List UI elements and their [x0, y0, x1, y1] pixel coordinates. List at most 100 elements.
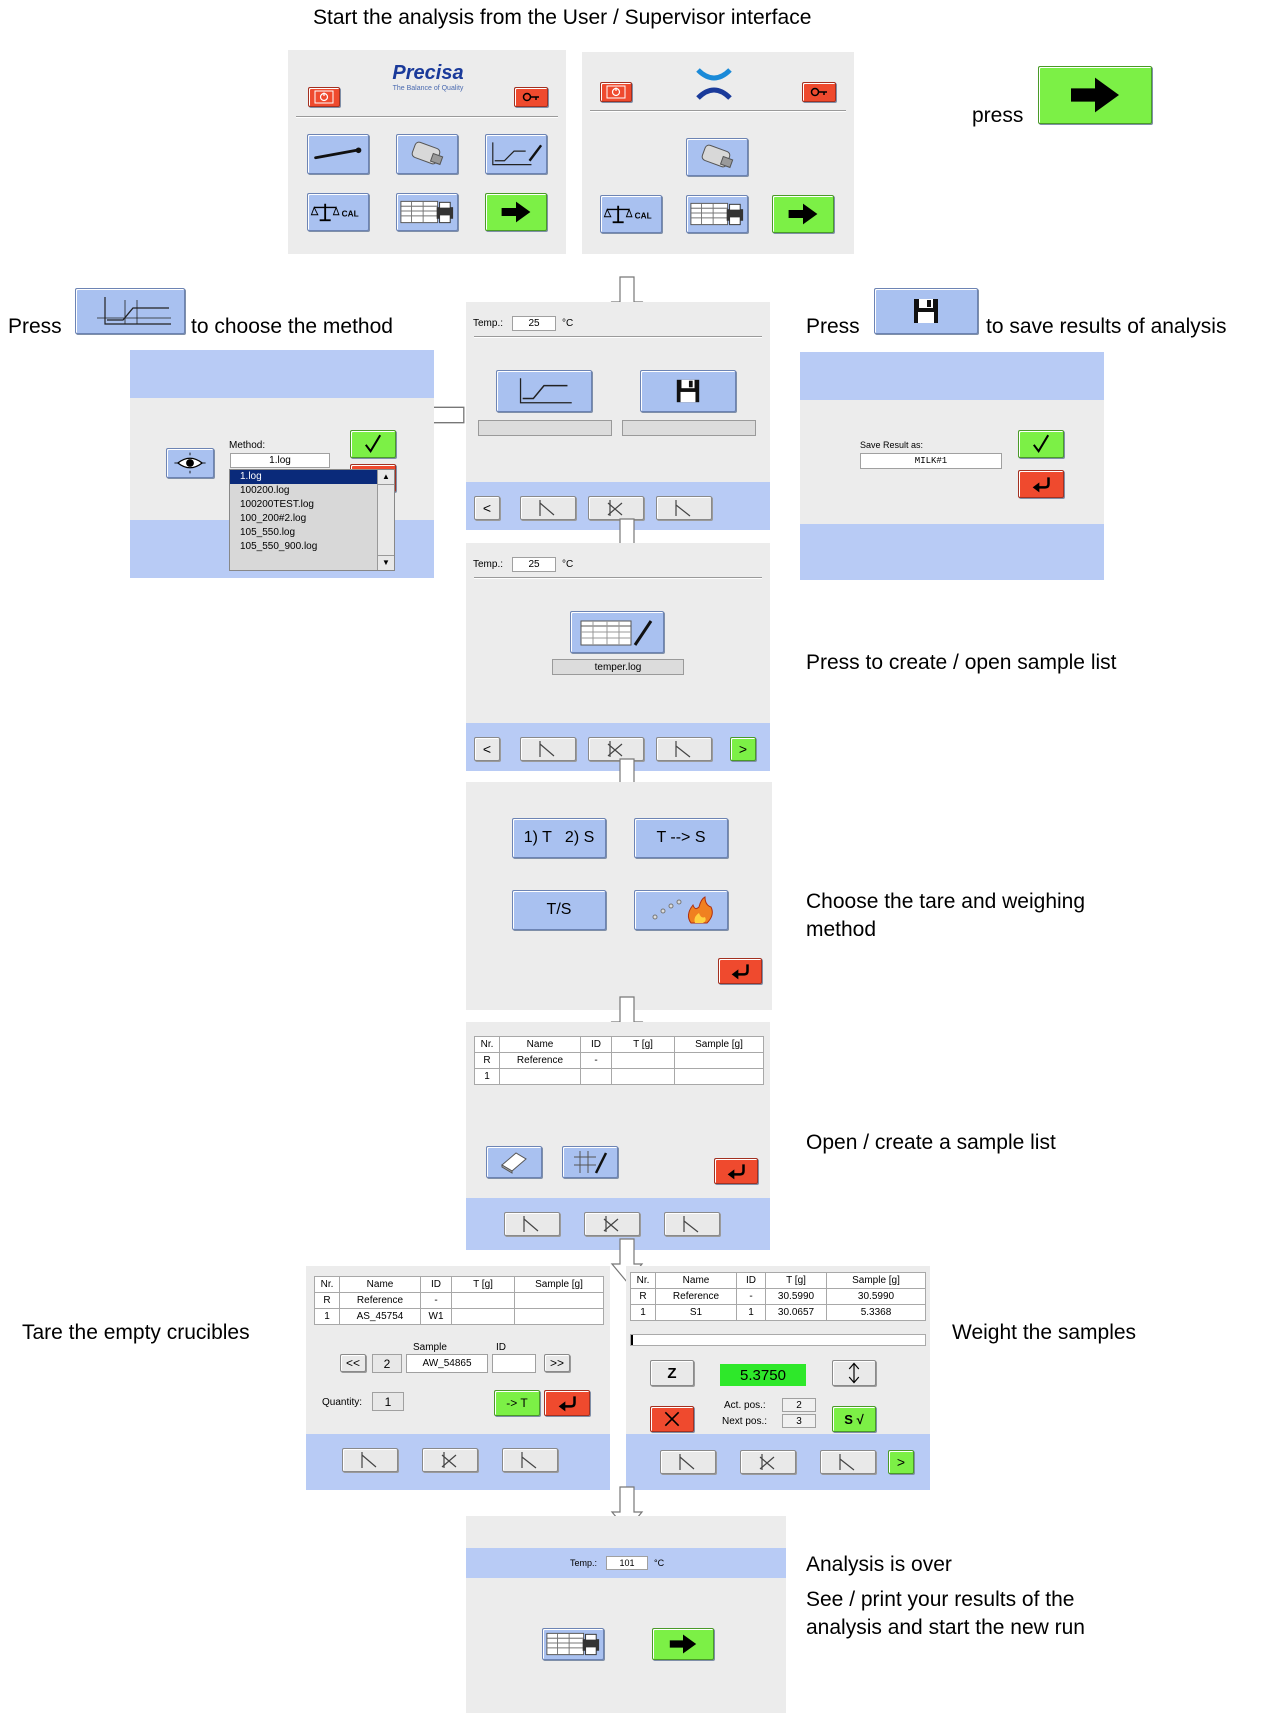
key-button[interactable] [514, 87, 548, 107]
tare-screen: Nr. Name ID T [g] Sample [g] R Reference… [306, 1266, 610, 1490]
method-option-selected[interactable]: 1.log [230, 470, 378, 484]
step-1-button[interactable] [520, 496, 576, 520]
start-button-example [1038, 66, 1152, 124]
return-button[interactable] [544, 1390, 590, 1416]
step-2-button[interactable] [588, 737, 644, 761]
step-3-button[interactable] [656, 737, 712, 761]
actual-position-label: Act. pos.: [724, 1400, 766, 1411]
cancel-button[interactable] [1018, 470, 1064, 498]
calibration-button[interactable] [600, 195, 662, 233]
table-row[interactable]: 1 [474, 1068, 764, 1085]
step-1-button[interactable] [504, 1212, 560, 1236]
step-3-button[interactable] [664, 1212, 720, 1236]
table-row[interactable]: R Reference - [314, 1292, 604, 1309]
method-option[interactable]: 105_550.log [240, 527, 296, 538]
auto-weigh-button[interactable] [634, 890, 728, 930]
method-dropdown-list[interactable]: 1.log 100200.log 100200TEST.log 100_200#… [229, 469, 395, 571]
tare-button[interactable]: -> T [494, 1390, 540, 1416]
abort-button[interactable] [650, 1406, 694, 1432]
step-1-button[interactable] [520, 737, 576, 761]
method-select-screen: Temp.: 25 °C < [466, 302, 770, 530]
step-icon [350, 1449, 390, 1471]
table-cell [514, 1292, 604, 1309]
power-button[interactable] [308, 87, 340, 107]
step-2-button[interactable] [588, 496, 644, 520]
method-select[interactable]: 1.log [230, 453, 330, 468]
table-row[interactable]: R Reference - 30.5990 30.5990 [630, 1288, 926, 1305]
sample-confirm-button[interactable]: S √ [832, 1406, 876, 1432]
table-row[interactable]: R Reference - [474, 1052, 764, 1069]
back-button[interactable]: < [474, 737, 500, 761]
step-3-button[interactable] [656, 496, 712, 520]
confirm-button[interactable] [1018, 430, 1064, 458]
return-button[interactable] [714, 1158, 758, 1184]
step-2-button[interactable] [740, 1450, 796, 1474]
step-icon [512, 1213, 552, 1235]
divider [590, 110, 846, 112]
zero-button[interactable]: Z [650, 1360, 694, 1386]
power-button[interactable] [600, 82, 632, 102]
sample-name-input[interactable]: AW_54865 [406, 1354, 488, 1373]
method-option[interactable]: 100200TEST.log [240, 499, 314, 510]
method-button[interactable] [496, 370, 592, 412]
method-option[interactable]: 100_200#2.log [240, 513, 307, 524]
temp-value: 25 [512, 557, 556, 572]
step-3-button[interactable] [820, 1450, 876, 1474]
floppy-disk-icon [674, 377, 702, 405]
tare-to-sample-button[interactable]: T --> S [634, 818, 728, 858]
method-option[interactable]: 100200.log [240, 485, 290, 496]
usb-button[interactable] [396, 134, 458, 174]
back-button[interactable]: < [474, 496, 500, 520]
settings-button[interactable] [307, 134, 369, 174]
tare-sample-button[interactable]: T/S [512, 890, 606, 930]
table-row[interactable]: 1 S1 1 30.0657 5.3368 [630, 1304, 926, 1321]
arrow-right-icon [1067, 75, 1123, 115]
confirm-button[interactable] [350, 430, 396, 458]
method-edit-button[interactable] [485, 134, 547, 174]
sample-list-button[interactable] [570, 611, 664, 653]
arrow-right-icon [500, 200, 532, 224]
preview-button[interactable] [166, 448, 214, 478]
step-1-button[interactable] [342, 1448, 398, 1472]
save-result-button[interactable] [640, 370, 736, 412]
step-2-button[interactable] [422, 1448, 478, 1472]
tare-then-sample-button[interactable]: 1) T 2) S [512, 818, 606, 858]
step-3-button[interactable] [502, 1448, 558, 1472]
calibration-button[interactable] [307, 193, 369, 231]
start-button[interactable] [772, 195, 834, 233]
quantity-input[interactable]: 1 [372, 1392, 404, 1411]
step-2-button[interactable] [584, 1212, 640, 1236]
table-cell: Reference [339, 1292, 421, 1309]
return-button[interactable] [718, 958, 762, 984]
next-position-value: 3 [782, 1414, 816, 1428]
start-button[interactable] [485, 193, 547, 231]
dialog-header [800, 352, 1104, 400]
next-sample-button[interactable]: >> [544, 1354, 570, 1372]
key-button[interactable] [802, 82, 836, 102]
clear-list-button[interactable] [486, 1146, 542, 1178]
column-header: T [g] [611, 1036, 675, 1053]
edit-list-button[interactable] [562, 1146, 618, 1178]
sample-id-input[interactable] [492, 1354, 536, 1373]
dialog-footer [800, 524, 1104, 580]
step-1-button[interactable] [660, 1450, 716, 1474]
table-row[interactable]: 1 AS_45754 W1 [314, 1308, 604, 1325]
print-button[interactable] [396, 193, 458, 231]
prev-sample-button[interactable]: << [340, 1354, 366, 1372]
list-scrollbar[interactable]: ▲ ▼ [377, 470, 394, 570]
next-button[interactable]: > [730, 737, 756, 761]
hand-fire-icon [641, 893, 721, 927]
move-button[interactable] [832, 1360, 876, 1386]
usb-button[interactable] [686, 138, 748, 176]
next-button[interactable]: > [888, 1450, 914, 1474]
dialog-header [130, 350, 434, 398]
print-results-button[interactable] [542, 1628, 604, 1660]
result-name-field [622, 420, 756, 436]
print-button[interactable] [686, 195, 748, 233]
final-screen: Temp.: 101 °C [466, 1516, 786, 1713]
save-name-input[interactable]: MILK#1 [860, 453, 1002, 469]
column-header: Nr. [630, 1272, 656, 1289]
method-option[interactable]: 105_550_900.log [240, 541, 318, 552]
table-header-row: Nr. Name ID T [g] Sample [g] [314, 1276, 604, 1293]
new-run-button[interactable] [652, 1628, 714, 1660]
